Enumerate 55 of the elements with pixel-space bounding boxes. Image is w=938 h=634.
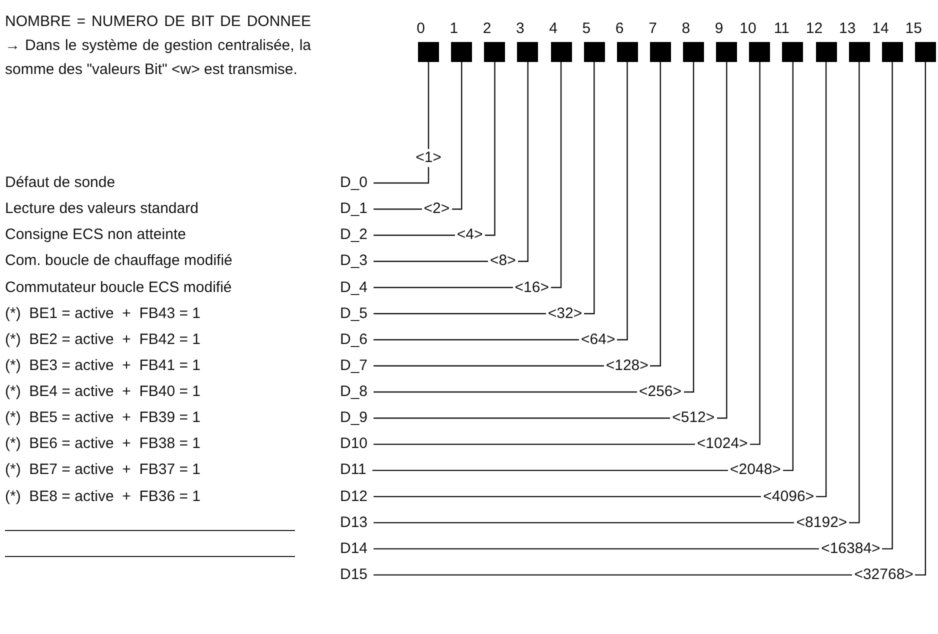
bit-number: 3 <box>516 20 524 38</box>
bit-number: 10 <box>740 20 756 38</box>
data-bit-label: D11 <box>340 461 366 480</box>
bit-description: (*) BE4 = active + FB40 = 1 <box>5 383 201 402</box>
bit-number: 2 <box>482 20 492 38</box>
data-bit-label: D14 <box>340 540 368 558</box>
data-bit-label: D_4 <box>340 278 368 297</box>
data-bit-label: D15 <box>340 566 368 584</box>
bit-number: 13 <box>839 20 856 38</box>
bit-number: 12 <box>806 20 823 38</box>
bit-description: Lecture des valeurs standard <box>5 200 198 218</box>
connector-line <box>374 62 496 236</box>
connector-line <box>374 62 628 340</box>
data-bit-label: D10 <box>340 435 368 454</box>
bit-description: Com. boucle de chauffage modifié <box>5 252 232 270</box>
bit-number: 8 <box>682 20 690 38</box>
data-bit-label: D_9 <box>340 409 368 428</box>
bit-number: 4 <box>549 20 558 38</box>
bit-number: 14 <box>872 20 889 38</box>
data-bit-label: D_7 <box>340 356 368 375</box>
connector-line <box>374 62 430 184</box>
bit-description: Défaut de sonde <box>5 174 116 192</box>
data-bit-label: D_0 <box>340 174 368 192</box>
bit-description: (*) BE5 = active + FB39 = 1 <box>5 409 201 428</box>
bit-number: 6 <box>615 20 624 38</box>
bit-description: (*) BE8 = active + FB36 = 1 <box>5 488 201 506</box>
data-bit-label: D_1 <box>340 200 368 218</box>
note-paragraph: NOMBRE = NUMERO DE BIT DE DONNEE → Dans le système de gestion centralisée, la somme des "valeurs Bit" <w> est transmise. <box>5 12 311 80</box>
bit-number: 15 <box>905 20 922 38</box>
bit-description: (*) BE6 = active + FB38 = 1 <box>5 435 201 454</box>
data-bit-label: D_3 <box>340 252 368 270</box>
bit-number: 11 <box>774 20 790 38</box>
bit-number: 5 <box>582 20 591 38</box>
bit-description: (*) BE1 = active + FB43 = 1 <box>5 304 201 323</box>
data-bit-label: D_8 <box>340 383 368 402</box>
bit-description: (*) BE7 = active + FB37 = 1 <box>5 461 201 480</box>
connector-line <box>374 62 661 366</box>
bit-description: Consigne ECS non atteinte <box>5 226 186 244</box>
bit-number: 9 <box>714 20 724 38</box>
bit-description: Commutateur boucle ECS modifié <box>5 278 232 297</box>
bit-number: 0 <box>416 20 425 38</box>
connector-line <box>374 62 562 288</box>
connector-line <box>374 62 694 393</box>
data-bit-label: D_6 <box>340 330 368 349</box>
edge-label: <1> <box>414 149 444 167</box>
bit-description: (*) BE2 = active + FB42 = 1 <box>5 330 201 349</box>
data-bit-label: D12 <box>340 488 368 506</box>
data-bit-label: D_2 <box>340 226 368 244</box>
connector-line <box>374 62 528 262</box>
bit-number: 7 <box>648 20 657 38</box>
bit-number: 1 <box>450 20 458 38</box>
connector-line <box>374 62 595 314</box>
data-bit-label: D13 <box>340 514 368 532</box>
data-bit-label: D_5 <box>340 304 368 323</box>
bit-description: (*) BE3 = active + FB41 = 1 <box>5 356 201 375</box>
